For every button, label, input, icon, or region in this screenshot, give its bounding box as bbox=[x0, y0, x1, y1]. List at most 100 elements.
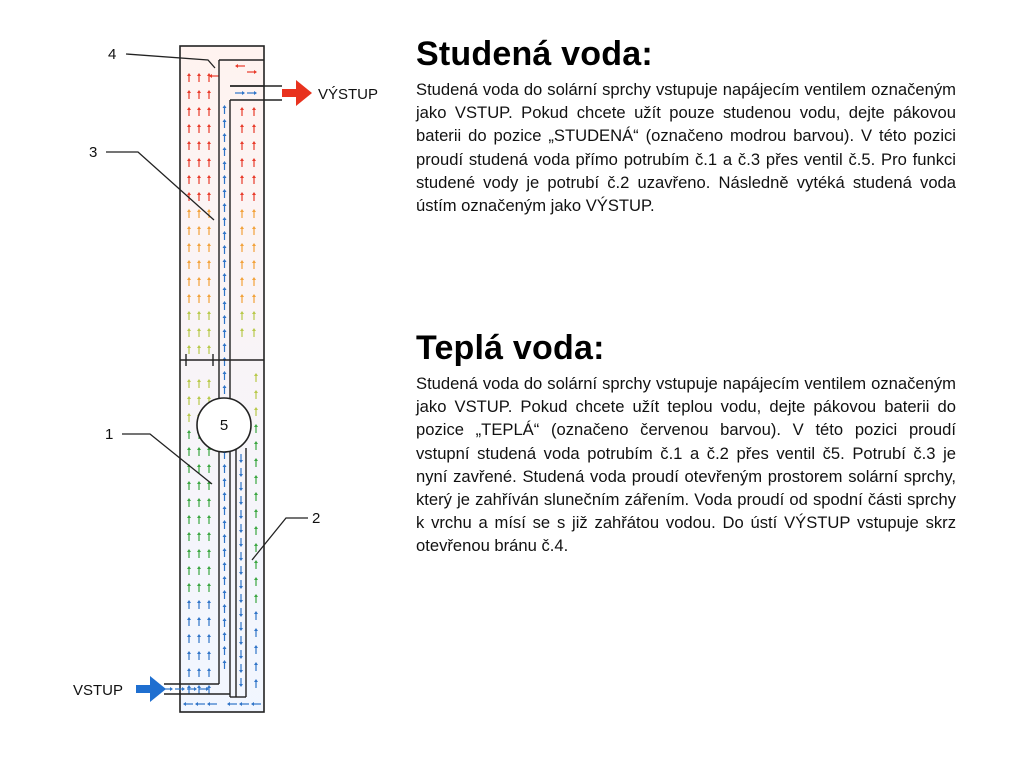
flow-arrow bbox=[207, 379, 211, 388]
flow-arrow bbox=[197, 294, 201, 303]
flow-arrow bbox=[222, 548, 227, 557]
flow-arrow bbox=[187, 209, 191, 218]
flow-arrow bbox=[207, 311, 211, 320]
flow-arrow bbox=[222, 632, 227, 641]
flow-arrow bbox=[197, 515, 201, 524]
flow-arrow bbox=[222, 646, 227, 655]
flow-arrow bbox=[207, 532, 211, 541]
flow-arrow bbox=[239, 496, 243, 505]
flow-arrow bbox=[207, 226, 211, 235]
flow-arrow bbox=[252, 328, 256, 337]
flow-arrow bbox=[187, 515, 191, 524]
flow-arrow bbox=[240, 124, 244, 133]
flow-arrow bbox=[187, 73, 191, 82]
flow-arrow bbox=[240, 107, 244, 116]
flow-arrow bbox=[222, 245, 227, 254]
flow-arrow bbox=[252, 260, 256, 269]
flow-arrow bbox=[187, 141, 191, 150]
flow-arrow bbox=[187, 413, 191, 422]
flow-arrow bbox=[197, 651, 201, 660]
flow-arrow bbox=[222, 217, 227, 226]
flow-arrow bbox=[222, 576, 227, 585]
flow-arrow bbox=[252, 311, 256, 320]
input-arrow bbox=[136, 676, 166, 702]
flow-arrow bbox=[254, 577, 258, 586]
flow-arrow bbox=[254, 645, 258, 654]
flow-arrow bbox=[254, 407, 258, 416]
flow-arrow bbox=[254, 543, 258, 552]
flow-arrow bbox=[207, 175, 211, 184]
flow-arrow bbox=[175, 687, 185, 691]
flow-arrow bbox=[197, 396, 201, 405]
flow-arrow bbox=[187, 481, 191, 490]
flow-arrow bbox=[239, 636, 243, 645]
flow-arrow bbox=[207, 447, 211, 456]
pipe-2 bbox=[230, 440, 247, 698]
flow-arrow bbox=[239, 510, 243, 519]
flow-arrow bbox=[222, 329, 227, 338]
flow-arrow bbox=[207, 192, 211, 201]
flow-arrow bbox=[207, 90, 211, 99]
flow-arrow bbox=[222, 478, 227, 487]
flow-arrow bbox=[197, 634, 201, 643]
flow-arrow bbox=[207, 464, 211, 473]
flow-arrow bbox=[207, 515, 211, 524]
flow-arrow bbox=[187, 583, 191, 592]
flow-arrow bbox=[187, 243, 191, 252]
flow-arrow bbox=[239, 552, 243, 561]
flow-arrow bbox=[207, 209, 211, 218]
flow-arrow bbox=[252, 294, 256, 303]
flow-arrow bbox=[222, 590, 227, 599]
flow-arrow bbox=[239, 664, 243, 673]
flow-arrow bbox=[187, 549, 191, 558]
flow-arrow bbox=[252, 124, 256, 133]
flow-arrow bbox=[187, 124, 191, 133]
flow-arrow bbox=[197, 464, 201, 473]
flow-arrow bbox=[251, 702, 261, 706]
flow-arrow bbox=[207, 702, 217, 706]
flow-arrow bbox=[239, 622, 243, 631]
flow-arrow bbox=[207, 294, 211, 303]
flow-arrow bbox=[187, 532, 191, 541]
flow-arrow bbox=[207, 243, 211, 252]
flow-arrow bbox=[239, 482, 243, 491]
flow-arrow bbox=[240, 243, 244, 252]
flow-arrow bbox=[197, 447, 201, 456]
flow-arrow bbox=[197, 175, 201, 184]
pipe-1 bbox=[218, 440, 231, 697]
flow-arrow bbox=[197, 141, 201, 150]
flow-arrow bbox=[199, 687, 209, 691]
flow-arrow bbox=[222, 273, 227, 282]
flow-arrow bbox=[240, 277, 244, 286]
flow-arrow bbox=[187, 651, 191, 660]
flow-arrow bbox=[197, 226, 201, 235]
flow-arrow bbox=[197, 311, 201, 320]
pipe-flow-arrows bbox=[163, 91, 261, 706]
flow-arrow bbox=[254, 662, 258, 671]
flow-arrow bbox=[254, 509, 258, 518]
flow-arrow bbox=[222, 492, 227, 501]
flow-arrow bbox=[240, 260, 244, 269]
flow-arrow bbox=[207, 634, 211, 643]
leader-lines bbox=[106, 53, 308, 561]
flow-arrow bbox=[222, 301, 227, 310]
flow-arrow bbox=[207, 107, 211, 116]
flow-arrow bbox=[187, 617, 191, 626]
flow-arrow bbox=[239, 594, 243, 603]
flow-arrow bbox=[222, 506, 227, 515]
flow-arrow bbox=[252, 141, 256, 150]
inlet-pipe bbox=[164, 683, 230, 695]
flow-arrow bbox=[197, 260, 201, 269]
flow-arrow bbox=[239, 468, 243, 477]
flow-arrow bbox=[207, 277, 211, 286]
flow-arrow bbox=[222, 147, 227, 156]
flow-arrow bbox=[207, 583, 211, 592]
flow-arrow bbox=[240, 158, 244, 167]
flow-arrow bbox=[222, 534, 227, 543]
flow-arrow bbox=[254, 458, 258, 467]
flow-arrow bbox=[195, 702, 205, 706]
flow-arrow bbox=[197, 192, 201, 201]
flow-arrow bbox=[197, 90, 201, 99]
flow-arrow bbox=[187, 226, 191, 235]
flow-arrow bbox=[197, 379, 201, 388]
